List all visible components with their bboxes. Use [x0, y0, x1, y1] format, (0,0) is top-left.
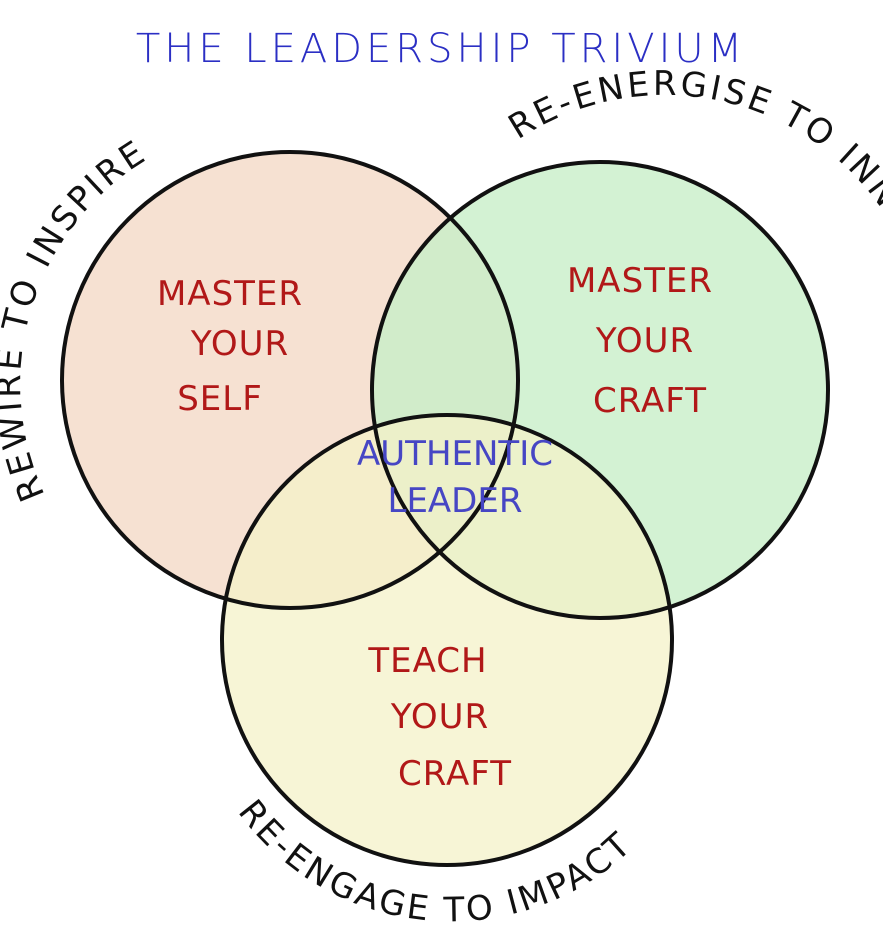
circle-outline-right — [370, 160, 830, 620]
left-line-3: SELF — [177, 379, 263, 419]
right-line-2: YOUR — [595, 321, 694, 361]
circle-teach-your-craft — [222, 415, 672, 865]
bottom-line-3: CRAFT — [398, 754, 512, 794]
right-line-1: MASTER — [567, 261, 713, 301]
circle-outline-bottom — [220, 413, 674, 867]
bottom-line-1: TEACH — [367, 641, 487, 681]
right-line-3: CRAFT — [593, 381, 707, 421]
center-line-1: AUTHENTIC — [357, 434, 553, 474]
bottom-line-2: YOUR — [390, 697, 489, 737]
left-line-2: YOUR — [190, 324, 289, 364]
center-line-2: LEADER — [388, 481, 523, 521]
circle-outline-left — [60, 150, 520, 610]
diagram-title: THE LEADERSHIP TRIVIUM — [136, 26, 746, 72]
left-line-1: MASTER — [157, 274, 303, 314]
